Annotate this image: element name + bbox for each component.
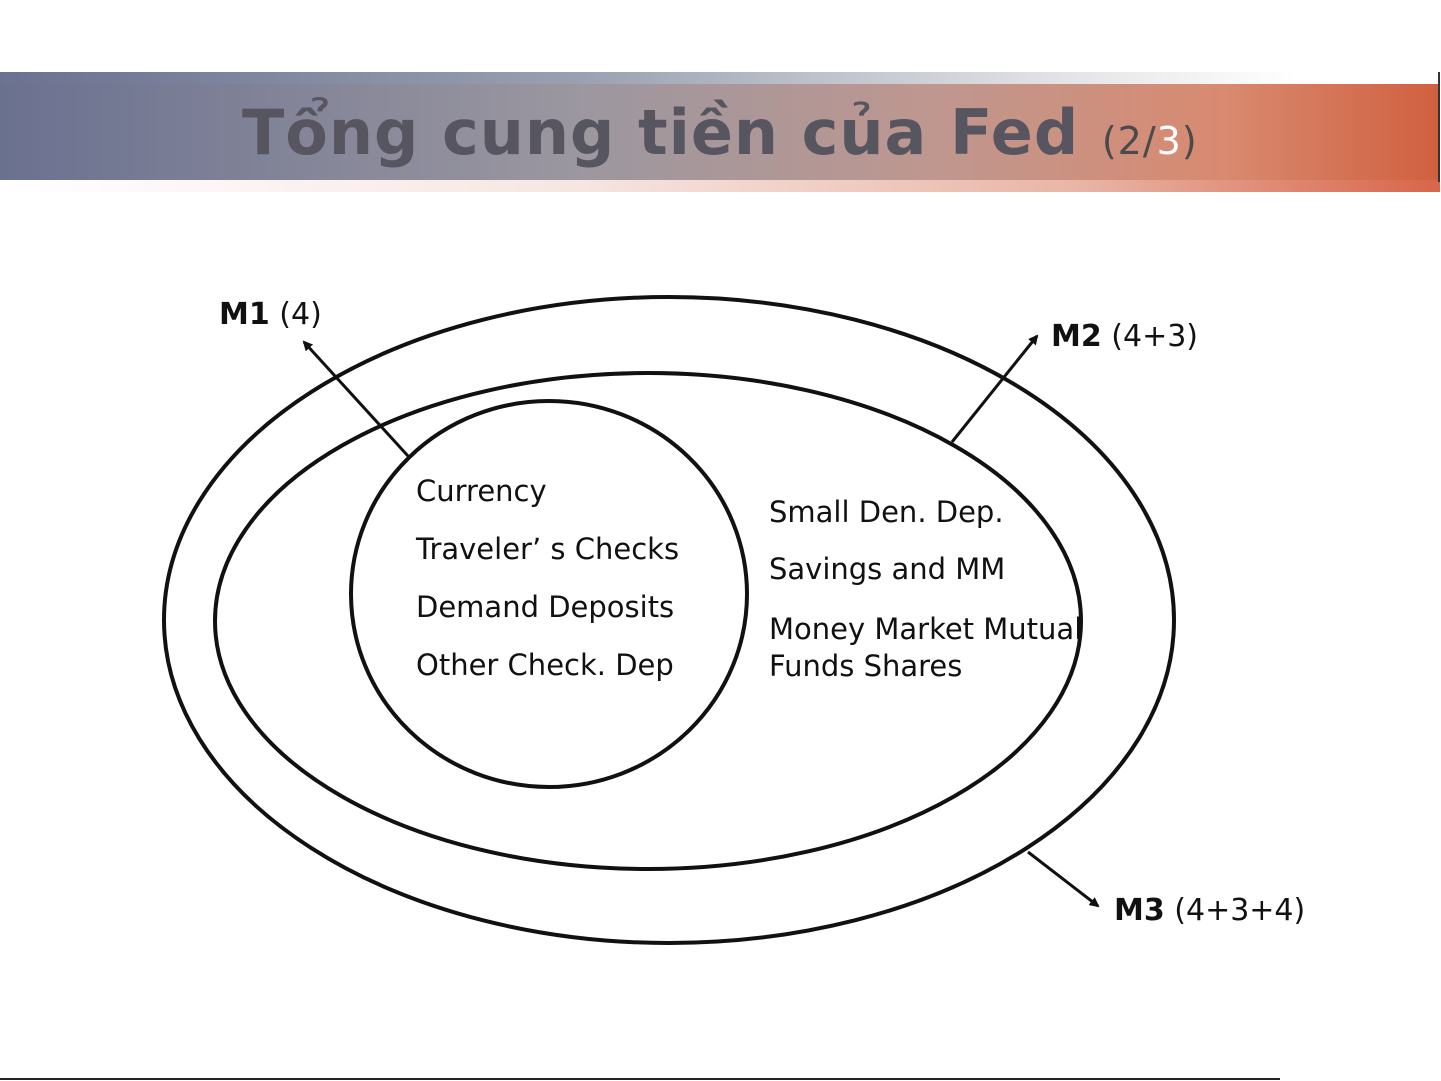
slide-title: Tổng cung tiền của Fed (2/3) xyxy=(242,96,1198,169)
title-band xyxy=(0,84,1440,180)
m1-item: Currency xyxy=(416,474,547,508)
m2-label: M2 (4+3) xyxy=(1051,319,1198,354)
title-main: Tổng cung tiền của Fed xyxy=(242,96,1080,169)
m3-arrow xyxy=(1027,850,1100,908)
m2-arrow xyxy=(950,334,1039,443)
m1-label: M1 (4) xyxy=(219,297,322,332)
title-band-bottom xyxy=(0,180,1440,192)
m1-item: Other Check. Dep xyxy=(416,648,674,682)
m1-circle xyxy=(349,399,749,789)
m1-item: Traveler’ s Checks xyxy=(415,532,679,566)
m2-item: Small Den. Dep. xyxy=(769,495,1004,529)
title-page: (2/3) xyxy=(1101,119,1198,163)
m3-ellipse xyxy=(162,295,1176,945)
divider xyxy=(1438,72,1440,182)
title-band-top xyxy=(0,72,1441,84)
m2-item: Money Market Mutual xyxy=(769,612,1082,646)
m2-item: Funds Shares xyxy=(769,649,962,683)
footer-line xyxy=(0,1078,1280,1080)
m1-arrow xyxy=(302,340,410,458)
m2-ellipse xyxy=(213,371,1083,871)
m2-item: Savings and MM xyxy=(769,552,1005,586)
m1-item: Demand Deposits xyxy=(416,590,674,624)
m3-label: M3 (4+3+4) xyxy=(1114,893,1305,928)
